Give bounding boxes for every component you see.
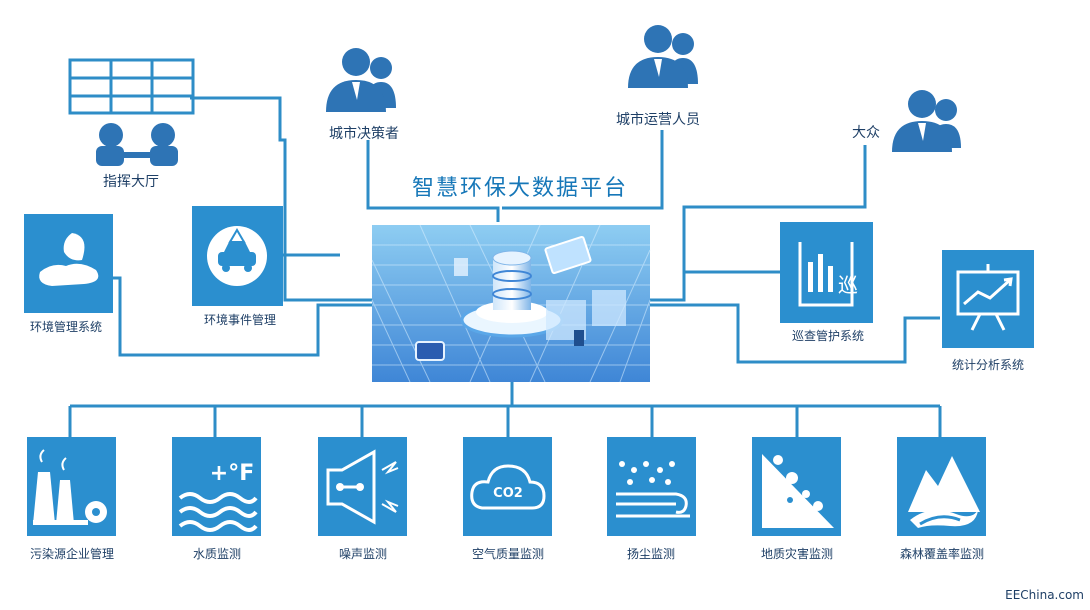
water-icon	[178, 492, 258, 532]
noise-tile[interactable]	[318, 437, 407, 536]
air-quality-tile[interactable]	[463, 437, 552, 536]
trend-board-icon	[956, 264, 1020, 331]
stats-system-tile[interactable]	[942, 250, 1034, 348]
watermark: EEChina.com	[1005, 588, 1084, 602]
patrol-system-label: 巡查管护系统	[791, 329, 865, 343]
connector-env-system	[113, 276, 372, 357]
leaf-icon	[39, 233, 99, 286]
env-system-label: 环境管理系统	[29, 320, 103, 334]
noise-label: 噪声监测	[338, 547, 388, 561]
speaker-icon	[326, 449, 399, 525]
connector-operators	[502, 130, 664, 210]
warning-car-icon	[207, 226, 267, 286]
dust-tile[interactable]	[607, 437, 696, 536]
env-system-tile[interactable]	[24, 214, 113, 313]
forest-coverage-label: 森林覆盖率监测	[899, 547, 985, 561]
pollution-enterprise-label: 污染源企业管理	[29, 547, 115, 561]
cloud-icon	[470, 464, 546, 510]
event-management-label: 环境事件管理	[203, 313, 277, 327]
connector-bottom-bus	[70, 382, 940, 408]
dust-label: 扬尘监测	[626, 547, 676, 561]
landslide-icon	[762, 454, 834, 528]
stats-system-label: 统计分析系统	[951, 358, 1025, 372]
public-people-icon	[892, 90, 961, 152]
dust-icon	[616, 461, 690, 518]
connector-command-hall	[190, 96, 372, 302]
water-quality-label: 水质监测	[192, 547, 242, 561]
patrol-glyph: 巡	[838, 273, 858, 297]
connector-bottom-drops	[68, 406, 942, 437]
patrol-chart-icon	[798, 242, 854, 307]
operators-label: 城市运营人员	[616, 112, 700, 128]
central-hub-illustration	[371, 224, 651, 383]
operators-people-icon	[628, 25, 698, 88]
geological-hazard-tile[interactable]	[752, 437, 841, 536]
command-hall-label: 指挥大厅	[103, 174, 159, 190]
event-management-tile[interactable]	[192, 206, 283, 306]
platform-title: 智慧环保大数据平台	[411, 176, 629, 201]
water-quality-tile[interactable]	[172, 437, 261, 536]
air-quality-label: 空气质量监测	[471, 547, 545, 561]
geological-hazard-label: 地质灾害监测	[760, 547, 834, 561]
command-hall-icon	[68, 58, 195, 166]
decision-makers-label: 城市决策者	[329, 126, 399, 142]
connector-decision-makers	[366, 140, 500, 222]
co2-glyph: CO2	[493, 486, 523, 501]
connector-public	[650, 145, 867, 302]
factory-icon	[33, 449, 107, 525]
pollution-enterprise-tile[interactable]	[27, 437, 116, 536]
connector-stats-system	[650, 303, 940, 364]
patrol-system-tile[interactable]	[780, 222, 873, 323]
forest-coverage-tile[interactable]	[897, 437, 986, 536]
forest-icon	[908, 456, 980, 528]
public-label: 大众	[852, 125, 880, 141]
connector-lines	[68, 96, 942, 437]
decision-makers-people-icon	[326, 48, 396, 112]
water-glyph: +°F	[210, 461, 254, 486]
